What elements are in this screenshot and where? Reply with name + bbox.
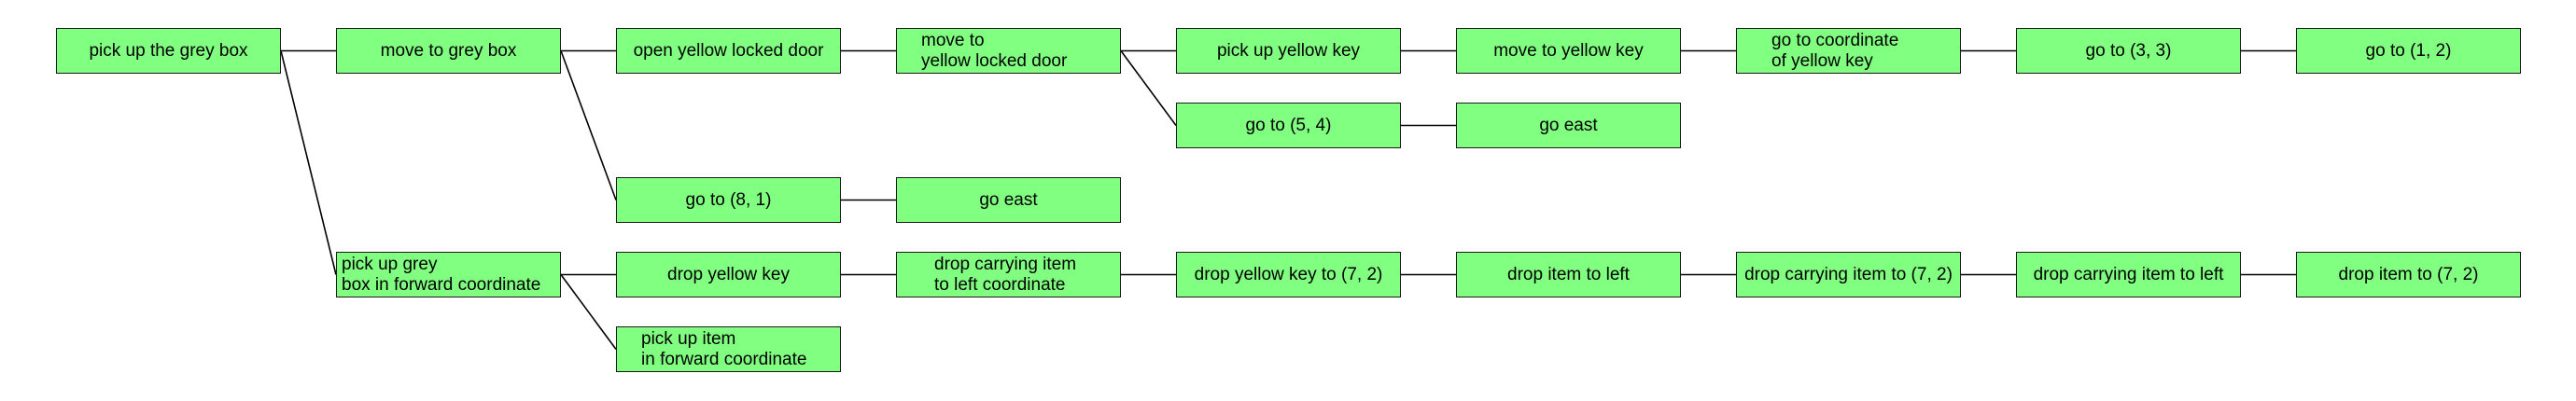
- node-go-to-3-3[interactable]: go to (3, 3): [2016, 28, 2241, 74]
- edge-n2-n12: [560, 50, 617, 200]
- node-drop-yellow-key[interactable]: drop yellow key: [616, 252, 841, 297]
- node-go-east-lower[interactable]: go east: [896, 177, 1121, 223]
- node-pick-up-the-grey-box[interactable]: pick up the grey box: [56, 28, 281, 74]
- edge-n4-n10: [1120, 50, 1177, 126]
- node-move-to-yellow-locked-door[interactable]: move to yellow locked door: [896, 28, 1121, 74]
- node-drop-carrying-item-to-7-2[interactable]: drop carrying item to (7, 2): [1736, 252, 1961, 297]
- node-move-to-yellow-key[interactable]: move to yellow key: [1456, 28, 1681, 74]
- edge-n1-n14: [280, 50, 337, 275]
- node-drop-carrying-item-to-left-coordinate[interactable]: drop carrying item to left coordinate: [896, 252, 1121, 297]
- node-pick-up-item-in-forward-coordinate[interactable]: pick up item in forward coordinate: [616, 326, 841, 372]
- node-pick-up-yellow-key[interactable]: pick up yellow key: [1176, 28, 1401, 74]
- node-drop-carrying-item-to-left[interactable]: drop carrying item to left: [2016, 252, 2241, 297]
- node-go-to-5-4[interactable]: go to (5, 4): [1176, 103, 1401, 148]
- node-drop-yellow-key-to-7-2[interactable]: drop yellow key to (7, 2): [1176, 252, 1401, 297]
- node-pick-up-grey-box-in-forward-coordinate[interactable]: pick up grey box in forward coordinate: [336, 252, 561, 297]
- node-go-east-upper[interactable]: go east: [1456, 103, 1681, 148]
- node-go-to-coordinate-of-yellow-key[interactable]: go to coordinate of yellow key: [1736, 28, 1961, 74]
- node-move-to-grey-box[interactable]: move to grey box: [336, 28, 561, 74]
- node-drop-item-to-7-2[interactable]: drop item to (7, 2): [2296, 252, 2521, 297]
- edge-n14-n22: [560, 274, 617, 350]
- node-go-to-1-2[interactable]: go to (1, 2): [2296, 28, 2521, 74]
- node-go-to-8-1[interactable]: go to (8, 1): [616, 177, 841, 223]
- node-drop-item-to-left[interactable]: drop item to left: [1456, 252, 1681, 297]
- node-open-yellow-locked-door[interactable]: open yellow locked door: [616, 28, 841, 74]
